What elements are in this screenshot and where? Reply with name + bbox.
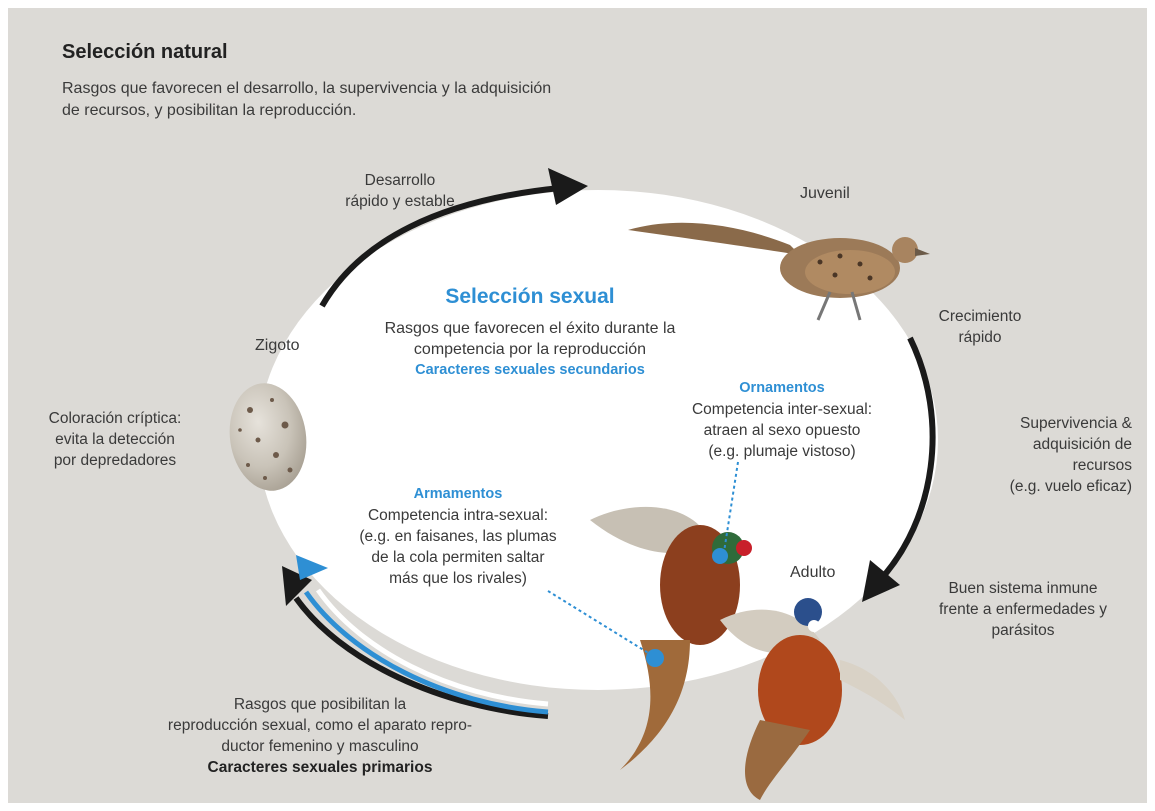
development-line: rápido y estable [330,191,470,212]
development-label: Desarrollo rápido y estable [330,170,470,212]
zygote-label: Zigoto [255,335,299,356]
primary-line: reproducción sexual, como el aparato rep… [130,715,510,736]
juvenile-label: Juvenil [800,183,850,204]
ornaments-line: atraen al sexo opuesto [662,420,902,441]
growth-label: Crecimiento rápido [920,306,1040,348]
sexual-selection-description: Rasgos que favorecen el éxito durante la… [330,318,730,360]
development-line: Desarrollo [330,170,470,191]
survival-line: (e.g. vuelo eficaz) [952,476,1132,497]
ornaments-title: Ornamentos [662,378,902,399]
ornaments-line: (e.g. plumaje vistoso) [662,441,902,462]
primary-line: ductor femenino y masculino [130,736,510,757]
sexual-selection-title: Selección sexual [380,286,680,307]
natural-selection-line: Rasgos que favorecen el desarrollo, la s… [62,78,682,100]
immune-line: frente a enfermedades y [914,599,1132,620]
natural-selection-title: Selección natural [62,42,228,63]
armaments-line: Competencia intra-sexual: [348,505,568,526]
sexual-selection-line: competencia por la reproducción [330,339,730,360]
immune-line: Buen sistema inmune [914,578,1132,599]
sexual-selection-line: Rasgos que favorecen el éxito durante la [330,318,730,339]
cryptic-coloration-label: Coloración críptica: evita la detección … [30,408,200,471]
armaments-title: Armamentos [348,484,568,505]
natural-selection-line: de recursos, y posibilitan la reproducci… [62,100,682,122]
immune-label: Buen sistema inmune frente a enfermedade… [914,578,1132,641]
growth-line: rápido [920,327,1040,348]
cryptic-line: evita la detección [30,429,200,450]
primary-line: Rasgos que posibilitan la [130,694,510,715]
cryptic-line: por depredadores [30,450,200,471]
survival-line: adquisición de [952,434,1132,455]
armaments-line: de la cola permiten saltar [348,547,568,568]
survival-line: Supervivencia & [952,413,1132,434]
armaments-line: (e.g. en faisanes, las plumas [348,526,568,547]
ornaments-line: Competencia inter-sexual: [662,399,902,420]
natural-selection-description: Rasgos que favorecen el desarrollo, la s… [62,78,682,122]
armaments-block: Armamentos Competencia intra-sexual: (e.… [348,484,568,589]
cryptic-line: Coloración críptica: [30,408,200,429]
immune-line: parásitos [914,620,1132,641]
armaments-line: más que los rivales) [348,568,568,589]
primary-characters-label: Rasgos que posibilitan la reproducción s… [130,694,510,778]
survival-label: Supervivencia & adquisición de recursos … [952,413,1132,497]
adult-label: Adulto [790,562,835,583]
survival-line: recursos [952,455,1132,476]
ornaments-block: Ornamentos Competencia inter-sexual: atr… [662,378,902,462]
growth-line: Crecimiento [920,306,1040,327]
primary-characters-heading: Caracteres sexuales primarios [130,757,510,778]
